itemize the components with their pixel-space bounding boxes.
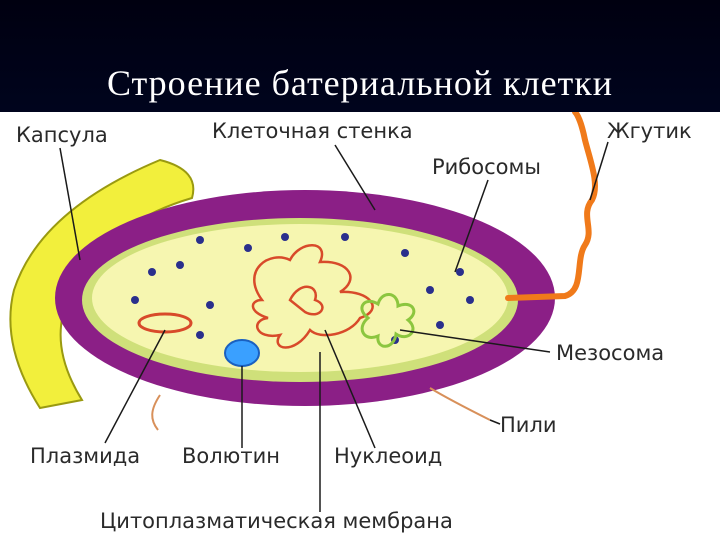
label-plasmid: Плазмида — [30, 444, 140, 468]
label-membrane: Цитоплазматическая мембрана — [100, 509, 453, 533]
leader-lines — [59, 141, 609, 512]
ribosome-dot — [206, 301, 214, 309]
ribosomes-group — [131, 233, 474, 344]
leader-flagellum — [589, 141, 609, 201]
ribosome-dot — [196, 236, 204, 244]
diagram-panel: Капсула Клеточная стенка Жгутик Рибосомы… — [0, 112, 720, 540]
plasmid-shape — [137, 312, 193, 334]
pili-shape — [429, 387, 491, 421]
label-volutin: Волютин — [182, 444, 280, 468]
capsule-shape — [9, 158, 195, 410]
leader-mesosome — [399, 329, 551, 353]
label-mesosome: Мезосома — [556, 341, 664, 365]
mesosome-shape — [360, 293, 416, 348]
leader-nucleoid — [324, 329, 376, 449]
ribosome-dot — [466, 296, 474, 304]
volutin-shape — [224, 339, 260, 367]
ribosome-dot — [148, 268, 156, 276]
ribosome-dot — [436, 321, 444, 329]
ribosome-dot — [341, 233, 349, 241]
flagellum-shape — [505, 112, 598, 301]
nucleoid-shape — [251, 244, 374, 349]
label-cell-wall: Клеточная стенка — [212, 119, 413, 143]
label-capsule: Капсула — [16, 123, 108, 147]
ribosome-dot — [176, 261, 184, 269]
pili-shape — [151, 394, 161, 431]
ribosome-dot — [131, 296, 139, 304]
ribosome-dot — [196, 331, 204, 339]
leader-cell-wall — [334, 144, 376, 211]
label-flagellum: Жгутик — [607, 119, 692, 143]
bacterial-cell-diagram: Капсула Клеточная стенка Жгутик Рибосомы… — [9, 112, 692, 533]
leader-ribosomes — [454, 179, 489, 273]
ribosome-dot — [426, 286, 434, 294]
ribosome-dot — [401, 249, 409, 257]
ribosome-dot — [281, 233, 289, 241]
label-nucleoid: Нуклеоид — [334, 444, 442, 468]
slide-title: Строение батериальной клетки — [106, 63, 614, 103]
leader-pili — [489, 419, 501, 425]
leader-capsule — [59, 147, 81, 261]
label-ribosomes: Рибосомы — [432, 155, 541, 179]
leader-plasmid — [104, 329, 166, 444]
ribosome-dot — [244, 244, 252, 252]
ribosome-dot — [456, 268, 464, 276]
label-pili: Пили — [500, 413, 557, 437]
